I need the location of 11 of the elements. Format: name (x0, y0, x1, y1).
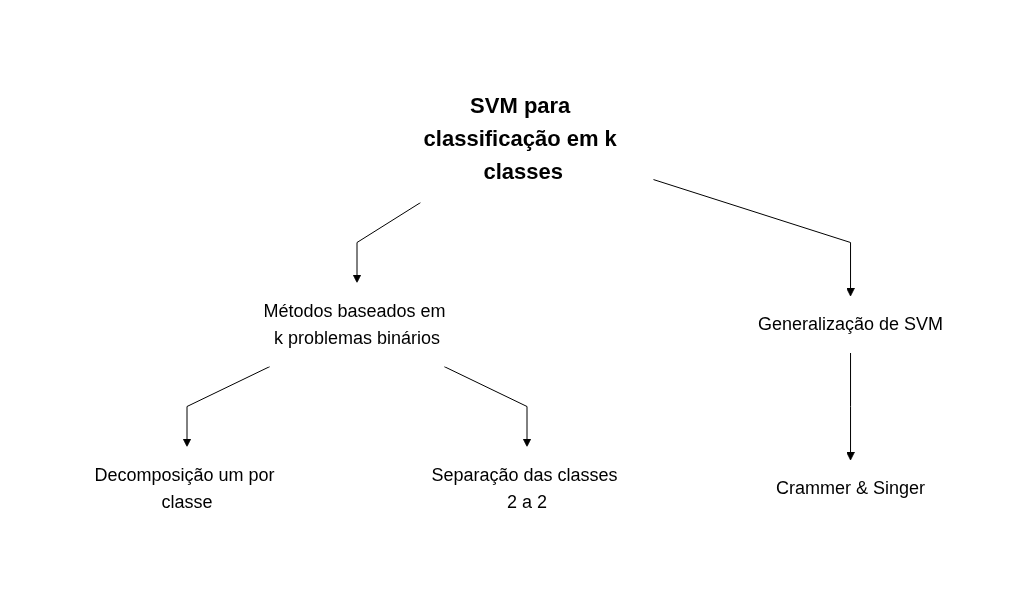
node-text: Métodos baseados em k problemas binários (263, 300, 446, 348)
node-text: Crammer & Singer (776, 478, 926, 498)
node-text: Generalização de SVM (758, 314, 944, 334)
arrow (183, 366, 271, 447)
node-text: Separação das classes 2 a 2 (431, 464, 618, 512)
node-text: Decomposição um por classe (94, 464, 275, 512)
node-text: SVM para classificação em k classes (424, 92, 618, 184)
arrow (846, 352, 856, 461)
arrow (444, 366, 532, 447)
arrow (653, 179, 856, 297)
arrow (353, 202, 422, 283)
